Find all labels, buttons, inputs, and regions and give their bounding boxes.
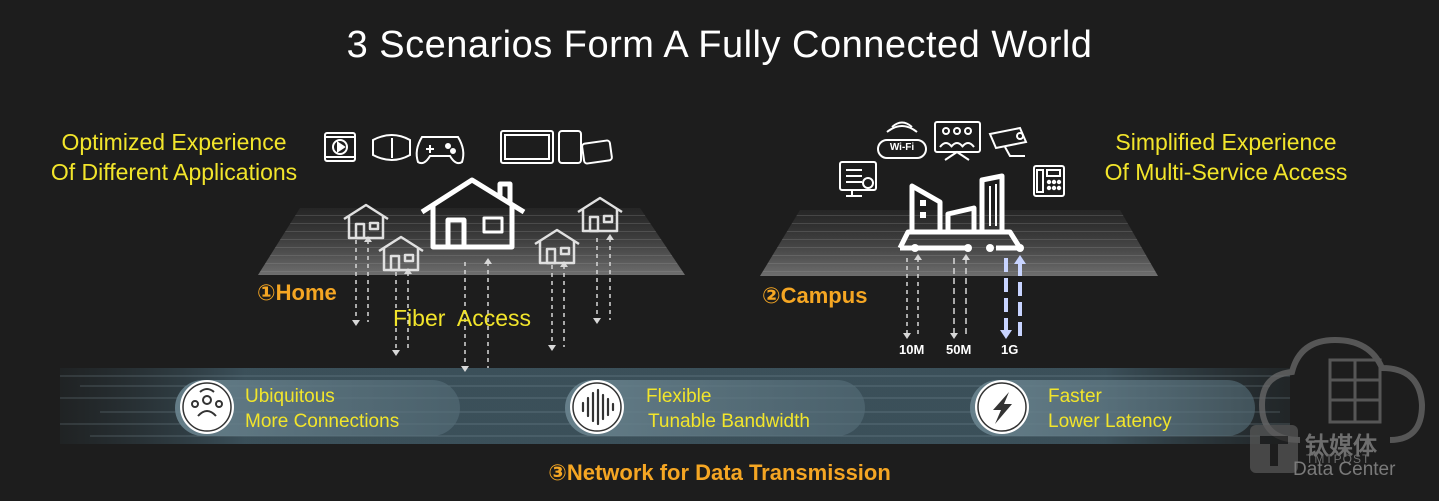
watermark-en: TMTPOST [1306,452,1371,466]
people-icon [180,380,234,434]
gamepad-icon [415,136,465,165]
home-fiber-lines [355,238,611,368]
feature-connections: Ubiquitous More Connections [245,384,399,434]
network-band [60,368,1290,444]
home-arrowheads [352,234,614,372]
feature-connections-line2: More Connections [245,411,400,432]
feature-bandwidth-line1: Flexible [646,386,712,407]
speed-label-50m: 50M [946,342,972,357]
video-conference-icon [934,121,981,161]
wifi-label: Wi-Fi [889,142,915,153]
desk-phone-icon [1033,165,1065,197]
campus-buildings-icon [897,173,1023,251]
feature-connections-line1: Ubiquitous [245,386,335,407]
feature-bandwidth-line2: Tunable Bandwidth [648,411,810,432]
home-label: ①Home [257,280,337,305]
network-label: ③Network for Data Transmission [548,460,891,485]
feature-pill-bandwidth [565,380,865,436]
pos-terminal-icon [839,161,877,197]
watermark-sub: Data Center [1293,459,1396,480]
page-title: 3 Scenarios Form A Fully Connected World [346,24,1093,66]
waveform-icon [570,380,624,434]
home-caption-line2: Of Different Applications [50,159,298,185]
campus-lines [906,258,1022,338]
tv-icon [500,130,554,164]
home-caption-line1: Optimized Experience [61,129,287,155]
fiber-access-label: Fiber Access [393,305,532,331]
feature-latency-line1: Faster [1048,386,1102,407]
feature-pill-latency [970,380,1255,436]
feature-latency: Faster Lower Latency [1048,384,1172,434]
small-house-icons [343,196,623,272]
campus-caption-line1: Simplified Experience [1115,129,1337,155]
campus-caption: Simplified Experience Of Multi-Service A… [1092,127,1360,187]
lightning-icon [975,380,1029,434]
main-house-icon [420,177,526,250]
tablet-icon [558,130,613,165]
feature-bandwidth: Flexible Tunable Bandwidth [646,384,810,434]
vr-headset-icon [372,134,411,161]
home-platform [258,208,685,275]
watermark-t-logo [1250,425,1298,473]
watermark-cn: 钛媒体 [1305,433,1377,460]
watermark-cloud-logo [1258,336,1426,443]
campus-platform [760,210,1158,276]
feature-latency-line2: Lower Latency [1048,411,1172,432]
campus-label: ②Campus [762,283,868,308]
speed-label-10m: 10M [899,342,925,357]
wifi-router-icon [877,121,927,159]
feature-pill-connections [175,380,460,436]
hd-video-icon [324,132,356,162]
campus-caption-line2: Of Multi-Service Access [1104,159,1348,185]
speed-label-1g: 1G [1001,342,1019,357]
home-caption: Optimized Experience Of Different Applic… [38,127,310,187]
cctv-camera-icon [988,126,1028,157]
